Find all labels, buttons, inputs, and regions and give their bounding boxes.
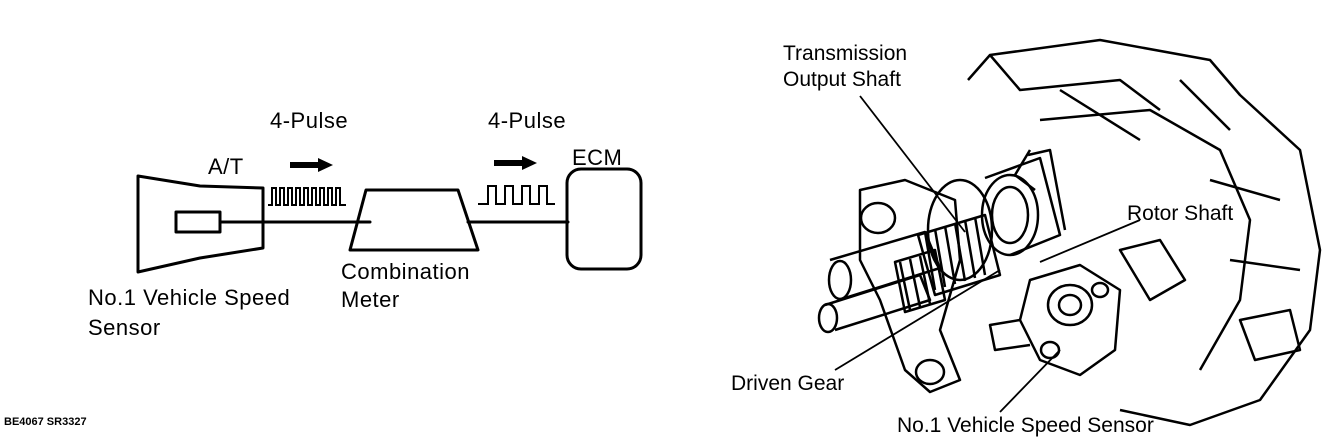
sensor-label-line1: No.1 Vehicle Speed — [88, 285, 291, 310]
figure-code: BE4067 SR3327 — [4, 416, 87, 428]
leader-output-shaft — [859, 95, 966, 233]
pulse-left-label: 4-Pulse — [270, 108, 349, 133]
arrow-right-icon — [494, 156, 537, 170]
ecm-box — [565, 167, 643, 271]
fast-pulse-train — [268, 187, 346, 206]
combination-meter-label-line2: Meter — [341, 287, 400, 312]
leader-speed-sensor — [999, 349, 1061, 413]
driven-gear-label: Driven Gear — [731, 372, 845, 395]
transmission-output-shaft-label-line2: Output Shaft — [783, 68, 901, 91]
combination-meter-label-line1: Combination — [341, 259, 471, 284]
slow-pulse-train — [478, 185, 555, 205]
leader-lines — [834, 95, 1141, 413]
combination-meter-shape — [348, 188, 480, 252]
transmission-output-shaft-label-line1: Transmission — [783, 42, 908, 65]
rotor-shaft-label: Rotor Shaft — [1127, 202, 1234, 225]
transmission-illustration — [817, 38, 1322, 427]
leader-rotor-shaft — [1039, 219, 1141, 263]
leader-driven-gear — [834, 269, 1001, 371]
pulse-right-label: 4-Pulse — [488, 108, 567, 133]
transmission-housing — [136, 174, 265, 274]
ecm-label: ECM — [572, 145, 623, 170]
sensor-label-line2: Sensor — [88, 315, 161, 340]
speed-sensor-label: No.1 Vehicle Speed Sensor — [897, 414, 1154, 437]
at-label: A/T — [208, 154, 244, 179]
arrow-right-icon — [290, 158, 333, 172]
speed-sensor-box — [174, 210, 222, 234]
